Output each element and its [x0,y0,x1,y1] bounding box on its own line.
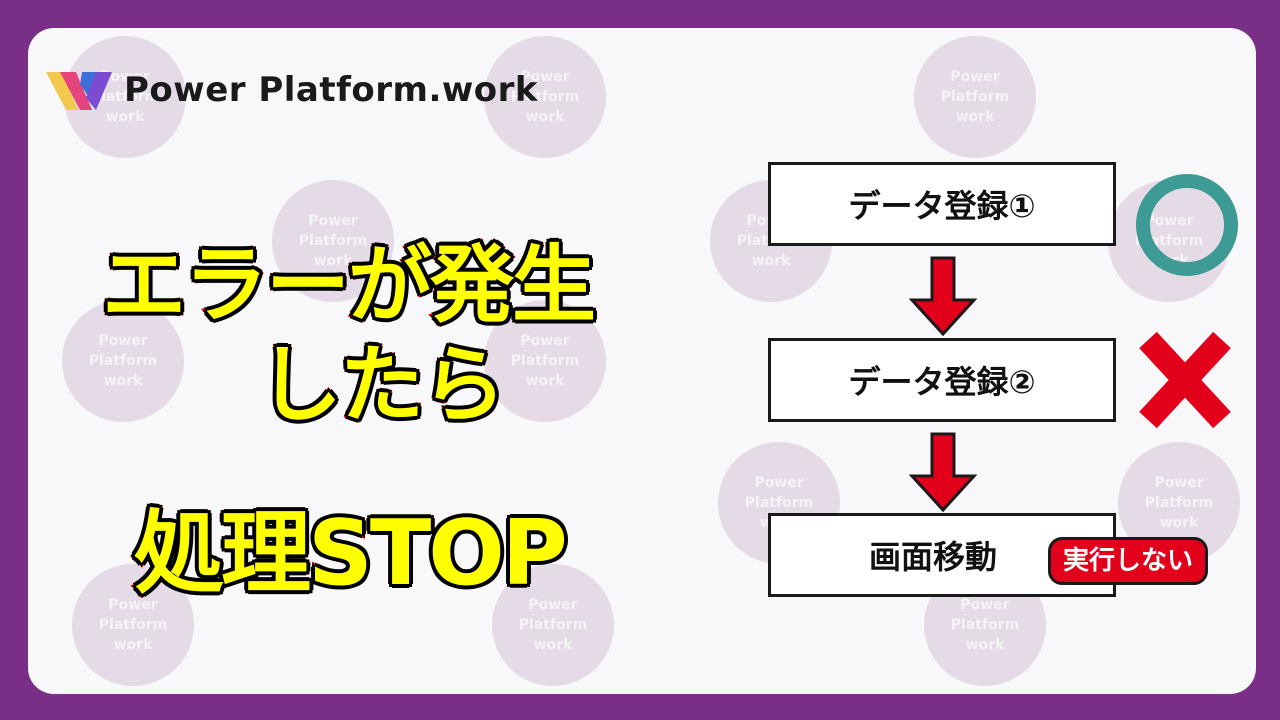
success-circle-icon [1136,174,1238,276]
headline-line-2: したら [255,333,509,437]
flow-step-data-register-2: データ登録② [768,338,1116,422]
watermark-logo: Power Platform work [484,300,606,422]
arrow-down-icon [908,432,978,513]
watermark-logo: Power Platform work [272,180,394,302]
flow-step-data-register-1: データ登録① [768,162,1116,246]
arrow-down-icon [908,256,978,337]
headline-line-1: エラーが発生 [99,233,599,337]
watermark-logo: Power Platform work [72,564,194,686]
headline-line-3: 処理STOP [131,498,571,609]
watermark-logo: Power Platform work [484,36,606,158]
slide-canvas: Power Platform work Power Platform work … [28,28,1256,694]
watermark-logo: Power Platform work [62,300,184,422]
power-platform-logo-icon [46,72,112,110]
brand-logo: Power Platform.work [44,66,538,114]
not-executed-badge: 実行しない [1048,537,1209,585]
watermark-logo: Power Platform work [914,36,1036,158]
watermark-logo: Power Platform work [492,564,614,686]
brand-name: Power Platform.work [124,70,539,110]
failure-cross-icon [1139,331,1231,429]
